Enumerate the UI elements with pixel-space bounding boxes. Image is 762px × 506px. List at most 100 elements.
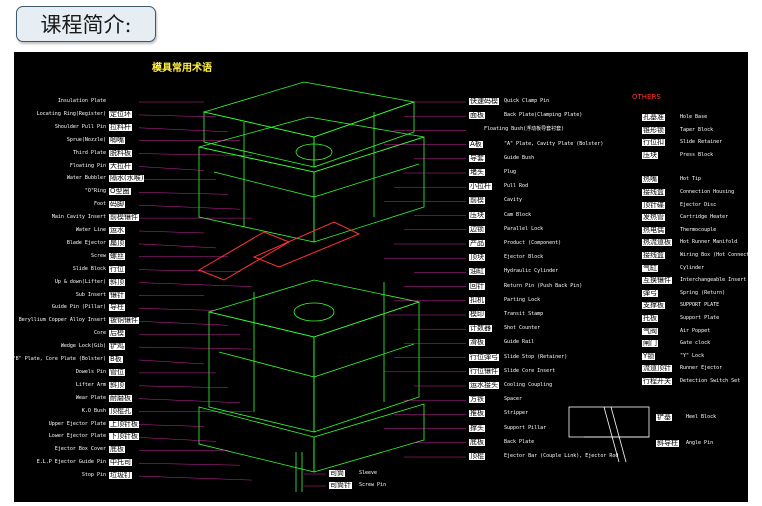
- others-en-19: Runner Ejector: [680, 365, 723, 372]
- right-en-11: Ejector Block: [504, 254, 544, 261]
- b-plate-side: [313, 301, 420, 433]
- right-en-7: Cavity: [504, 197, 523, 204]
- right-en-18: Slide Stop (Retainer): [504, 353, 568, 360]
- leader-line: [138, 166, 205, 171]
- right-cn-15: 模印: [469, 310, 485, 318]
- right-en-12: Hydraulic Cylinder: [504, 268, 559, 275]
- left-cn-18: 后模: [109, 329, 125, 338]
- a-plate-front: [198, 146, 315, 243]
- others-en-4: Hot Tip: [680, 176, 702, 183]
- right-cn-10: 产品: [469, 239, 485, 247]
- left-cn-22: 斜顶: [109, 380, 125, 389]
- detail-en-0: Heel Block: [686, 414, 717, 420]
- others-cn-16: 气阀: [642, 326, 658, 335]
- right-cn-16: 计数器: [469, 324, 492, 333]
- left-en-25: Upper Ejector Plate: [48, 420, 106, 427]
- left-cn-20: B板: [109, 355, 123, 363]
- left-en-14: Up & down(Lifter): [54, 278, 106, 285]
- left-en-6: Water Bubbler: [66, 175, 106, 182]
- others-cn-11: 气缸: [642, 263, 658, 272]
- right-en-22: Stripper: [504, 410, 529, 417]
- left-en-3: Sprue(Nozzle): [66, 136, 106, 143]
- leader-line: [138, 192, 229, 195]
- right-cn-0: 快速码模: [469, 97, 499, 105]
- slide-title-box: 课程简介:: [16, 6, 156, 42]
- left-en-29: Stop Pin: [81, 472, 106, 479]
- right-cn-19: 行位镶件: [469, 366, 499, 375]
- leader-line: [138, 127, 229, 132]
- left-en-20: "B" Plate, Core Plate (Bolster): [12, 356, 106, 362]
- left-cn-28: 中托司: [109, 458, 132, 467]
- slide-detail: [568, 406, 650, 463]
- left-cn-12: 螺丝: [109, 251, 125, 260]
- left-en-7: "O"Ring: [84, 188, 106, 195]
- others-cn-6: 顶针碟: [642, 200, 665, 209]
- ejector-box-side: [313, 403, 425, 473]
- right-en-14: Parting Lock: [504, 296, 541, 303]
- others-en-5: Connection Housing: [680, 189, 735, 195]
- right-en-15: Transit Stamp: [504, 311, 544, 317]
- right-cn-9: 边锁: [469, 224, 485, 233]
- leader-line: [138, 282, 253, 287]
- right-cn-25: 顶棍: [469, 452, 485, 460]
- left-en-11: Blade Ejector: [66, 239, 106, 246]
- right-cn-21: 方铁: [469, 395, 485, 404]
- left-cn-11: 扁顶: [109, 238, 125, 247]
- others-en-17: Gate clock: [680, 340, 711, 347]
- right-cn-17: 滑板: [469, 338, 485, 347]
- left-en-21: Dowels Pin: [75, 368, 106, 375]
- right-cn-18: 行位弹弓: [469, 352, 499, 361]
- left-cn-25: 上顶针板: [109, 419, 139, 428]
- right-cn-3: A板: [469, 139, 483, 148]
- left-en-22: Lifter Arm: [75, 381, 106, 388]
- left-cn-6: 隔水(水喉): [109, 174, 145, 183]
- leader-line: [138, 398, 241, 403]
- right-en-0: Quick Clamp Pin: [504, 98, 550, 104]
- left-cn-27: 底板: [109, 445, 125, 454]
- right-en-20: Cooling Coupling: [504, 382, 553, 388]
- right-en-2: Floating Bush(浮动板导套衬套): [484, 126, 565, 133]
- others-cn-2: 行位扣: [642, 138, 665, 147]
- right-en-1: Back Plate(Clamping Plate): [504, 112, 583, 119]
- leader-line: [138, 475, 253, 481]
- others-cn-5: 接线盒: [642, 188, 665, 196]
- left-en-27: Ejector Box Cover: [54, 446, 106, 453]
- right-en-5: Plug: [504, 169, 517, 175]
- left-en-0: Insulation Plate: [57, 98, 106, 104]
- left-cn-17: 铍铜镶件: [109, 316, 139, 325]
- leader-line: [138, 205, 241, 210]
- leader-line: [138, 321, 229, 326]
- right-cn-24: 底板: [469, 437, 485, 446]
- right-en-3: "A" Plate, Cavity Plate (Bolster): [504, 140, 604, 147]
- left-en-26: Lower Ejector Plate: [48, 433, 106, 440]
- right-en-10: Product (Component): [504, 240, 562, 246]
- others-en-9: Hot Runner Manifold: [680, 239, 738, 246]
- others-cn-14: 支撑板: [642, 301, 665, 310]
- left-en-1: Locating Ring(Register): [36, 110, 106, 117]
- left-cn-14: 斜顶: [109, 277, 125, 286]
- detail-en-1: Angle Pin: [686, 440, 714, 446]
- left-cn-29: 垃圾钉: [109, 471, 132, 480]
- mid-cn-1: 司筒针: [329, 481, 352, 489]
- left-cn-10: 运水: [109, 226, 125, 234]
- mold-exploded-view: [138, 81, 650, 492]
- others-cn-12: 互换镶件: [642, 276, 672, 285]
- left-en-17: Beryllium Copper Alloy Insert: [18, 317, 106, 324]
- leader-line: [138, 114, 217, 118]
- others-cn-7: 发热管: [642, 213, 665, 222]
- right-cn-4: 导套: [469, 153, 485, 162]
- others-cn-10: 接线盒: [642, 251, 665, 259]
- left-en-5: Floating Pin: [69, 162, 106, 169]
- left-cn-15: 镶针: [109, 290, 125, 299]
- left-en-23: Wear Plate: [75, 394, 106, 401]
- leader-line: [138, 308, 217, 311]
- others-en-2: Slide Retainer: [680, 139, 723, 146]
- top-clamp-plate-side: [313, 101, 415, 168]
- leader-line: [138, 153, 253, 156]
- left-en-28: E.L.P Ejector Guide Pin: [36, 459, 106, 466]
- left-cn-3: 唧嘴: [109, 135, 125, 144]
- others-en-16: Air Poppet: [680, 327, 711, 334]
- others-en-11: Cylinder: [680, 264, 705, 271]
- others-en-14: SUPPORT PLATE: [680, 302, 720, 309]
